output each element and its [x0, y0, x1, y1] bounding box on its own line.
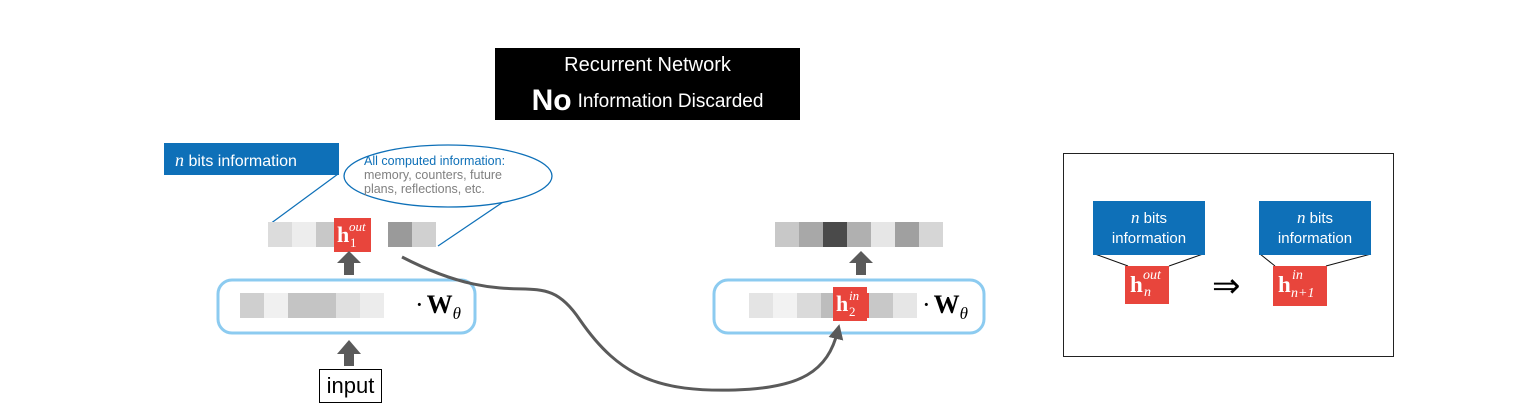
vector-bottom-left-cell [360, 293, 384, 318]
bits-variable: n [175, 150, 184, 170]
weight-subscript-right: θ [959, 304, 969, 323]
vector-top-right-cell [847, 222, 871, 247]
legend-label-right: n bits information [1259, 201, 1371, 255]
bubble-body-line-2: plans, reflections, etc. [364, 182, 485, 196]
vector-top-left-cell [412, 222, 436, 247]
legend-label-left-line-2: information [1111, 230, 1187, 247]
bits-information-label: n bits information [164, 143, 339, 175]
vector-top-right-cell [799, 222, 823, 247]
legend-right-variable: n [1296, 208, 1306, 227]
legend-h-in-superscript: in [1292, 268, 1303, 283]
legend-label-left-line-1: n bits [1093, 208, 1205, 229]
bubble-body-line-1: memory, counters, future [364, 168, 503, 182]
vector-top-left-cell [292, 222, 316, 247]
legend-h-out-base: h [1130, 272, 1143, 297]
legend-h-out-symbol: h out n [1125, 266, 1169, 304]
legend-h-in-symbol: h in n+1 [1273, 266, 1327, 306]
weight-symbol-right: W [933, 290, 960, 319]
h2-superscript: in [849, 288, 860, 303]
weight-symbol-left: W [426, 290, 453, 319]
legend-h-out-subscript: n [1144, 285, 1151, 300]
vector-top-right-cell [775, 222, 799, 247]
vector-bottom-left-cell [264, 293, 288, 318]
legend-connector-left-a [1094, 253, 1129, 267]
implies-arrow-icon: ⇒ [1212, 267, 1241, 305]
legend-connector-left-b [1168, 253, 1204, 267]
info-bubble [343, 144, 553, 208]
vector-bottom-right-cell [893, 293, 917, 318]
legend-connector-right-b [1325, 253, 1372, 267]
vector-bottom-left-cell [336, 293, 360, 318]
bubble-connector-right [437, 195, 513, 247]
title-rest: Information Discarded [577, 91, 764, 112]
vector-bottom-left-cell [240, 293, 264, 318]
legend-connector-right-a [1259, 253, 1276, 267]
weight-label-right: ·Wθ [922, 289, 968, 330]
legend-h-in-base: h [1278, 272, 1291, 297]
legend-label-right-line-1: n bits [1259, 208, 1371, 229]
bubble-text: All computed information: memory, counte… [364, 154, 544, 196]
up-arrow-right-top [849, 251, 873, 275]
vector-bottom-right-cell [869, 293, 893, 318]
h2-in-cell [833, 287, 867, 321]
weight-label-left: ·Wθ [415, 289, 461, 330]
vector-top-left [268, 218, 436, 252]
vector-bottom-left-cell [288, 293, 312, 318]
h1-base: h [337, 222, 350, 247]
up-arrow-left-bottom [337, 340, 361, 366]
vector-bottom-left-cell [312, 293, 336, 318]
vector-bottom-right-cell [749, 293, 773, 318]
h2-base: h [836, 291, 849, 316]
weight-dot-right: · [922, 290, 931, 319]
legend-label-right-line-2: information [1277, 230, 1353, 247]
bubble-title: All computed information: [364, 154, 506, 168]
legend-right-bits: bits [1305, 210, 1333, 227]
vector-top-right-cell [919, 222, 943, 247]
vector-top-left-cell [268, 222, 292, 247]
vector-top-right-cell [871, 222, 895, 247]
legend-left-bits: bits [1139, 210, 1167, 227]
vector-bottom-right-cell [773, 293, 797, 318]
label-connector-left [269, 173, 339, 225]
h1-out-cell [334, 218, 371, 252]
title-emphasis: No [531, 84, 572, 117]
recurrent-curve-arrow [401, 255, 844, 392]
legend-h-in-subscript: n+1 [1291, 286, 1315, 301]
vector-bottom-right-cell [797, 293, 821, 318]
vector-top-left-cell [388, 222, 412, 247]
legend-left-variable: n [1130, 208, 1140, 227]
vector-bottom-right [749, 287, 917, 321]
vector-top-right-cell [895, 222, 919, 247]
input-box: input [319, 369, 382, 403]
h2-in-symbol: h in 2 [833, 287, 867, 321]
up-arrow-left-top [337, 251, 361, 275]
legend-box [1063, 153, 1394, 357]
bits-text: bits information [184, 153, 297, 170]
h1-subscript: 1 [350, 235, 357, 250]
h2-subscript: 2 [849, 304, 856, 319]
h1-out-symbol: h out 1 [334, 218, 371, 252]
legend-h-out-superscript: out [1143, 268, 1161, 283]
vector-top-right [775, 222, 943, 247]
vector-top-right-cell [823, 222, 847, 247]
weight-subscript-left: θ [452, 304, 462, 323]
weight-dot-left: · [415, 290, 424, 319]
title-line-1: Recurrent Network [564, 54, 731, 76]
legend-label-left: n bits information [1093, 201, 1205, 255]
h1-superscript: out [349, 219, 366, 234]
vector-bottom-left [240, 293, 384, 318]
